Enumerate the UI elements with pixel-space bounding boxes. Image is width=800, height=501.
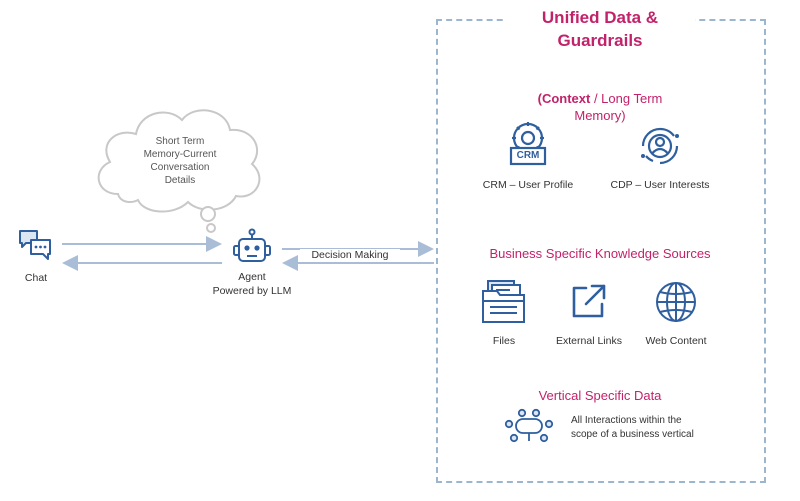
context-heading-bold: (Context <box>537 91 591 106</box>
external-links-label: External Links <box>556 335 622 347</box>
agent-label-line1: Agent <box>238 271 266 283</box>
knowledge-heading: Business Specific Knowledge Sources <box>489 246 711 261</box>
meeting-table-icon <box>504 408 554 443</box>
panel-title: Unified Data & Guardrails <box>505 6 695 52</box>
agent-label: Agent Powered by LLM <box>196 270 308 298</box>
context-heading: (Context / Long Term Memory) <box>500 90 700 124</box>
panel-title-line1: Unified Data & <box>541 8 659 27</box>
files-label: Files <box>492 335 516 347</box>
vertical-description: All Interactions within the scope of a b… <box>571 414 731 442</box>
agent-label-line2: Powered by LLM <box>212 285 292 297</box>
decision-making-label: Decision Making <box>300 249 400 262</box>
crm-badge: CRM <box>516 150 540 161</box>
cloud-icon <box>97 109 261 233</box>
vertical-heading: Vertical Specific Data <box>538 388 662 403</box>
cloud-text-line1: Short Term <box>155 136 205 147</box>
cloud-text: Short Term Memory-Current Conversation D… <box>115 135 245 187</box>
context-heading-rest: / Long Term <box>590 91 663 106</box>
cloud-text-line3: Conversation <box>150 162 210 173</box>
crm-gear-icon <box>509 122 547 166</box>
chat-label: Chat <box>24 272 48 284</box>
chat-icon <box>19 230 51 260</box>
cdp-label: CDP – User Interests <box>610 179 710 191</box>
crm-label: CRM – User Profile <box>482 179 574 191</box>
user-target-icon <box>641 127 679 165</box>
globe-icon <box>656 282 696 322</box>
folder-icon <box>482 280 525 323</box>
context-heading-line2: Memory) <box>574 108 626 123</box>
panel-title-line2: Guardrails <box>557 31 643 50</box>
cloud-text-line4: Details <box>164 175 196 186</box>
external-link-icon <box>572 284 606 318</box>
vertical-description-line2: scope of a business vertical <box>571 429 694 440</box>
vertical-description-line1: All Interactions within the <box>571 415 682 426</box>
cloud-text-line2: Memory-Current <box>143 149 217 160</box>
web-content-label: Web Content <box>645 335 707 347</box>
robot-icon <box>233 228 271 262</box>
